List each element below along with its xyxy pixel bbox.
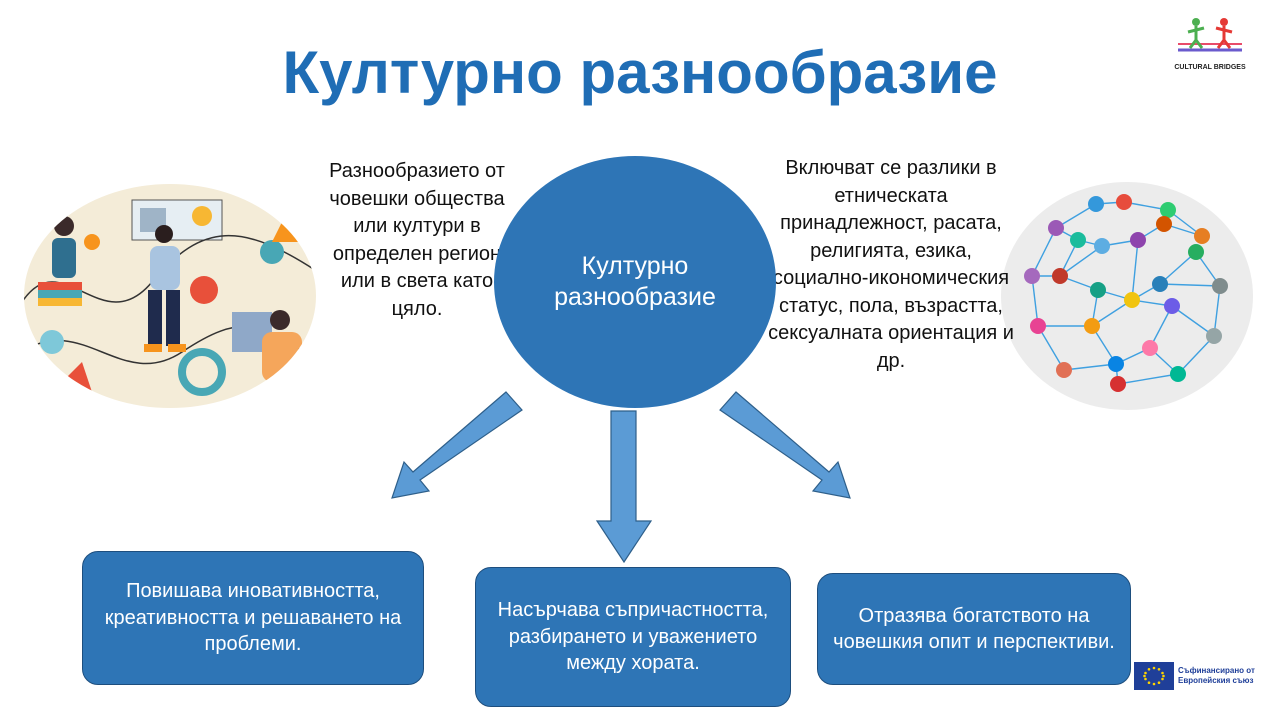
diverse-network-illustration: [1000, 180, 1255, 412]
benefit-box-richness: Отразява богатството на човешкия опит и …: [817, 573, 1131, 685]
benefit-box-innovation: Повишава иновативността, креативността и…: [82, 551, 424, 685]
eu-funding-text: Съфинансирано от Европейския съюз: [1178, 666, 1255, 685]
central-concept-circle: Културно разнообразие: [494, 156, 776, 408]
central-concept-label: Културно разнообразие: [554, 252, 716, 311]
eu-flag-icon: [1134, 662, 1174, 690]
benefit-text-richness: Отразява богатството на човешкия опит и …: [833, 604, 1115, 654]
definition-text: Разнообразието от човешки общества или к…: [329, 160, 505, 320]
arrow-right: [719, 391, 851, 499]
benefit-box-empathy: Насърчава съпричастността, разбирането и…: [475, 567, 791, 707]
benefit-text-innovation: Повишава иновативността, креативността и…: [104, 580, 402, 656]
eu-funding-logo: Съфинансирано от Европейския съюз: [1134, 662, 1260, 692]
benefit-text-empathy: Насърчава съпричастността, разбирането и…: [497, 599, 769, 675]
cultural-bridges-logo-icon: CULTURAL BRIDGES: [1170, 12, 1250, 78]
arrow-center: [595, 410, 653, 564]
cultural-bridges-logo-text: CULTURAL BRIDGES: [1174, 64, 1246, 71]
arrow-left: [391, 391, 523, 499]
slide-title: Културно разнообразие: [282, 39, 998, 106]
differences-text: Включват се разлики в етническата принад…: [768, 157, 1014, 372]
people-learning-illustration: [22, 182, 318, 410]
